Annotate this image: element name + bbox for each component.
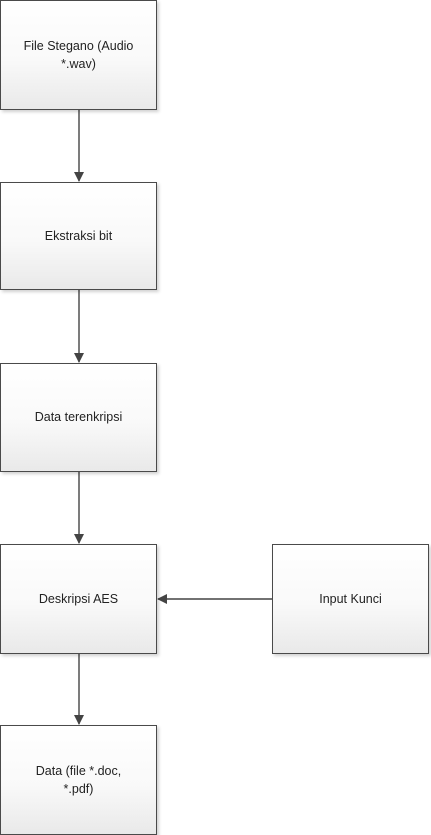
node-ekstraksi-bit: Ekstraksi bit (0, 182, 157, 290)
node-ekstraksi-bit-label: Ekstraksi bit (44, 228, 113, 243)
node-data-terenkripsi: Data terenkripsi (0, 363, 157, 472)
node-data-output: Data (file *.doc, *.pdf) (0, 725, 157, 835)
node-file-stegano-label: File Stegano (Audio *.wav) (23, 38, 134, 71)
node-deskripsi-aes-label: Deskripsi AES (38, 591, 119, 606)
node-data-terenkripsi-label: Data terenkripsi (34, 410, 123, 425)
node-input-kunci: Input Kunci (272, 544, 429, 654)
node-input-kunci-label: Input Kunci (319, 591, 382, 606)
node-file-stegano: File Stegano (Audio *.wav) (0, 0, 157, 110)
node-data-output-label: Data (file *.doc, *.pdf) (35, 763, 122, 796)
node-deskripsi-aes: Deskripsi AES (0, 544, 157, 654)
